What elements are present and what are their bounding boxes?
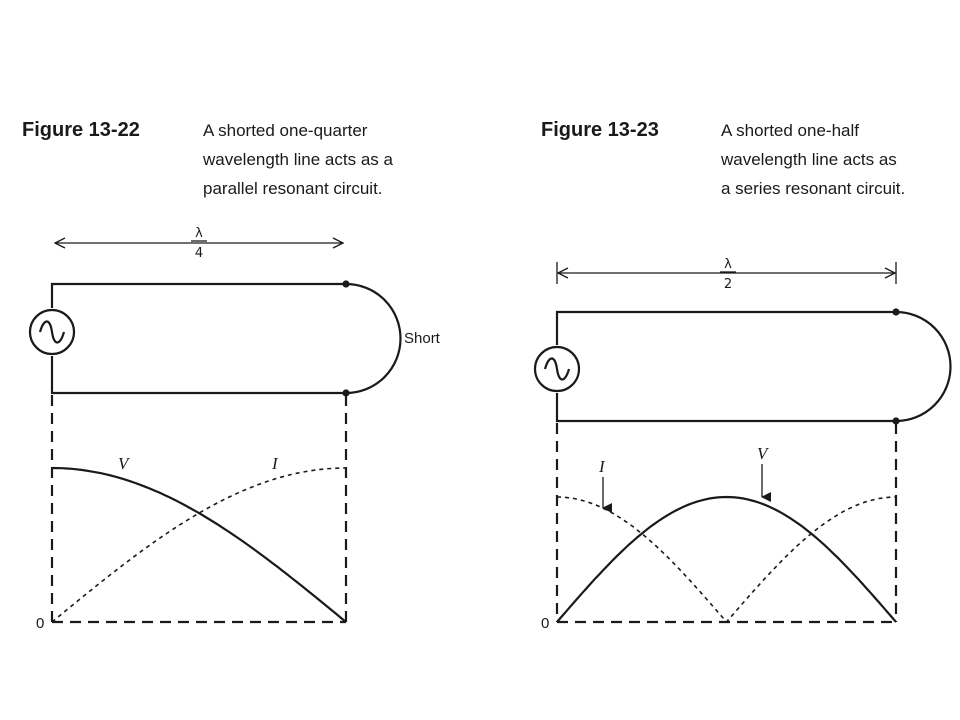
length-divisor: 2 <box>724 277 732 292</box>
short-circuit-loop <box>895 310 952 423</box>
ac-source-icon <box>28 308 76 356</box>
length-divisor: 4 <box>195 246 203 261</box>
transmission-line-top-conductor <box>555 310 896 345</box>
figure-caption-line-3: parallel resonant circuit. <box>203 179 383 198</box>
junction-dot-bottom <box>892 417 900 425</box>
length-symbol: λ <box>195 226 203 241</box>
voltage-curve <box>556 495 897 623</box>
current-label: I <box>271 454 279 473</box>
voltage-label: V <box>118 454 131 473</box>
figure-caption-line-2: wavelength line acts as a <box>202 150 393 169</box>
voltage-curve <box>51 466 347 623</box>
origin-label: 0 <box>36 615 44 632</box>
transmission-line-bottom-conductor <box>50 356 346 395</box>
junction-dot-top <box>892 308 900 316</box>
transmission-line-top-conductor <box>50 282 346 308</box>
figure-caption-line-2: wavelength line acts as <box>720 150 897 169</box>
figure-caption-line-1: A shorted one-half <box>721 121 859 140</box>
short-label: Short <box>404 330 441 347</box>
figure-number: Figure 13-23 <box>541 119 659 141</box>
junction-dot-top <box>342 280 350 288</box>
figure-caption-line-1: A shorted one-quarter <box>203 121 368 140</box>
figure-13-23: Figure 13-23 A shorted one-half waveleng… <box>533 119 952 632</box>
figure-13-22: Figure 13-22 A shorted one-quarter wavel… <box>22 119 441 632</box>
current-curve <box>51 467 347 623</box>
voltage-label: V <box>757 444 770 463</box>
figure-number: Figure 13-22 <box>22 119 140 141</box>
junction-dot-bottom <box>342 389 350 397</box>
current-label: I <box>598 457 606 476</box>
figure-caption-line-3: a series resonant circuit. <box>721 179 905 198</box>
short-circuit-loop <box>345 282 402 395</box>
origin-label: 0 <box>541 615 549 632</box>
ac-source-icon <box>533 345 581 393</box>
length-symbol: λ <box>724 257 732 272</box>
transmission-line-bottom-conductor <box>555 393 896 423</box>
current-curve <box>556 496 897 624</box>
